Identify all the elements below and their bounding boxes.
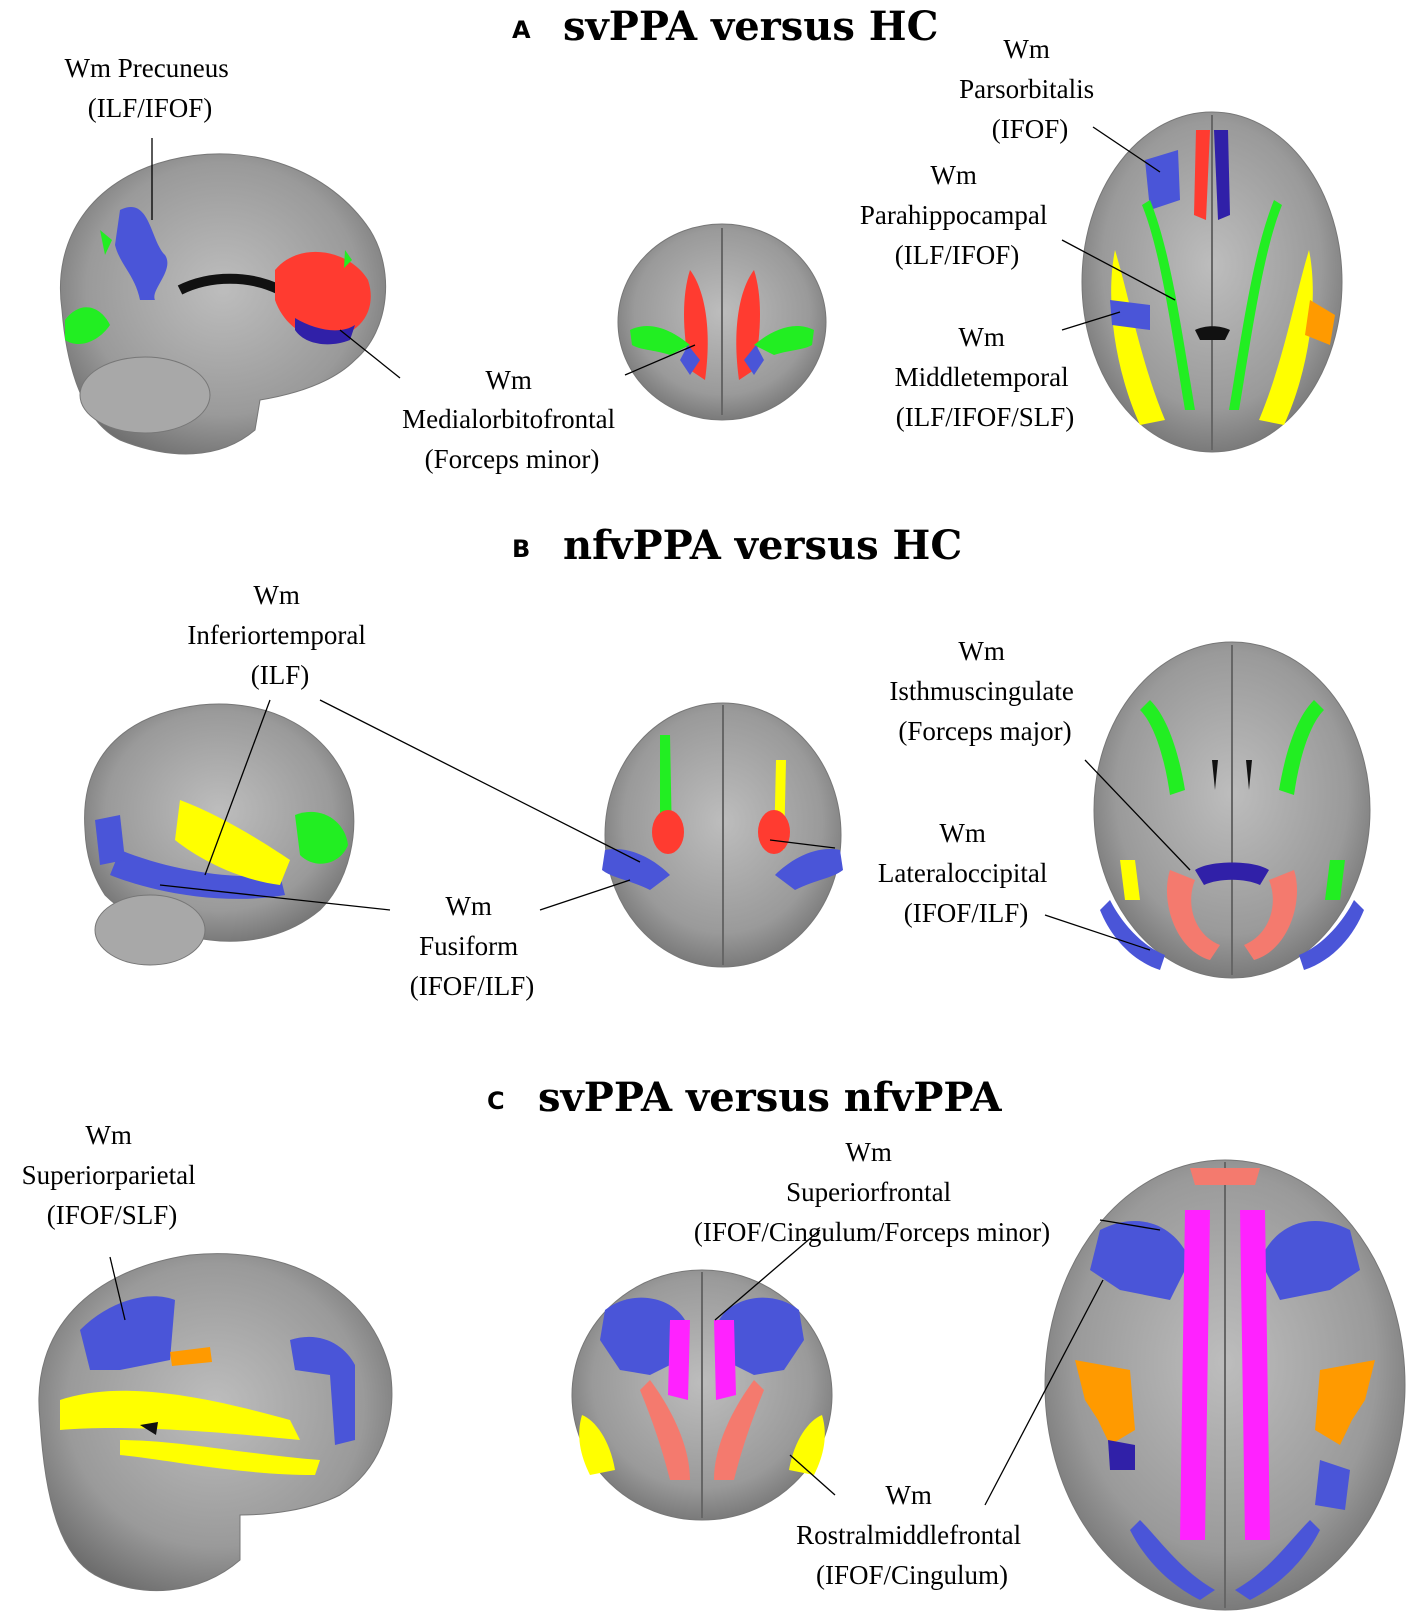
brain-lateral-b	[84, 703, 355, 966]
label-wm-middletemporal: Wm Middletemporal (ILF/IFOF/SLF)	[895, 322, 1076, 432]
leader-line	[204, 699, 271, 876]
panel-letter: B	[512, 535, 530, 563]
panel-a-header: A svPPA versus HC	[512, 3, 938, 50]
panel-a: A svPPA versus HC	[60, 3, 1343, 474]
leader-line	[1061, 311, 1121, 331]
brain-axial-a	[1081, 111, 1343, 453]
panel-letter: A	[512, 16, 531, 44]
leader-line	[109, 1256, 126, 1321]
label-wm-parahippocampal: Wm Parahippocampal (ILF/IFOF)	[860, 160, 1054, 270]
label-wm-inferiortemporal: Wm Inferiortemporal (ILF)	[187, 580, 372, 690]
leader-line	[319, 699, 641, 863]
brain-coronal-a	[617, 223, 827, 421]
panel-c: C svPPA versus nfvPPA	[22, 1074, 1406, 1611]
label-wm-superiorparietal: Wm Superiorparietal (IFOF/SLF)	[22, 1120, 203, 1230]
brain-sagittal-c	[38, 1253, 393, 1592]
leader-line	[1092, 126, 1161, 173]
label-wm-medialorbitofrontal: Wm Medialorbitofrontal (Forceps minor)	[402, 365, 622, 474]
brain-sagittal-a	[60, 153, 387, 455]
label-wm-isthmuscingulate: Wm Isthmuscingulate (Forceps major)	[889, 636, 1080, 746]
leader-line	[1061, 239, 1176, 301]
panel-letter: C	[487, 1087, 505, 1115]
leader-line	[769, 839, 836, 849]
leader-line	[624, 344, 696, 376]
leader-line	[984, 1279, 1104, 1506]
panel-title: nfvPPA versus HC	[563, 522, 962, 569]
brain-axial-c	[1044, 1159, 1406, 1611]
label-wm-rostralmiddlefrontal: Wm Rostralmiddlefrontal (IFOF/Cingulum)	[796, 1480, 1028, 1590]
leader-line	[539, 879, 631, 911]
leader-line	[789, 1454, 836, 1496]
label-wm-precuneus: Wm Precuneus (ILF/IFOF)	[65, 53, 236, 123]
panel-b-header: B nfvPPA versus HC	[512, 522, 962, 569]
leader-line	[159, 884, 391, 911]
label-wm-superiorfrontal: Wm Superiorfrontal (IFOF/Cingulum/Forcep…	[694, 1137, 1050, 1247]
label-wm-lateraloccipital: Wm Lateraloccipital (IFOF/ILF)	[878, 818, 1054, 928]
leader-line	[714, 1229, 821, 1321]
panel-title: svPPA versus nfvPPA	[538, 1074, 1003, 1121]
leader-line	[339, 329, 401, 379]
label-wm-parsorbitalis: Wm Parsorbitalis (IFOF)	[959, 34, 1101, 144]
brain-axial-b	[1093, 641, 1371, 979]
leader-line	[1044, 914, 1151, 951]
label-wm-fusiform: Wm Fusiform (IFOF/ILF)	[410, 891, 535, 1001]
brain-coronal-c	[571, 1269, 833, 1521]
leader-line	[1099, 1219, 1161, 1231]
leader-line	[1084, 759, 1191, 871]
panel-c-header: C svPPA versus nfvPPA	[487, 1074, 1003, 1121]
brain-coronal-b	[602, 702, 843, 968]
panel-title: svPPA versus HC	[563, 3, 938, 50]
panel-b: B nfvPPA versus HC	[84, 522, 1371, 1001]
